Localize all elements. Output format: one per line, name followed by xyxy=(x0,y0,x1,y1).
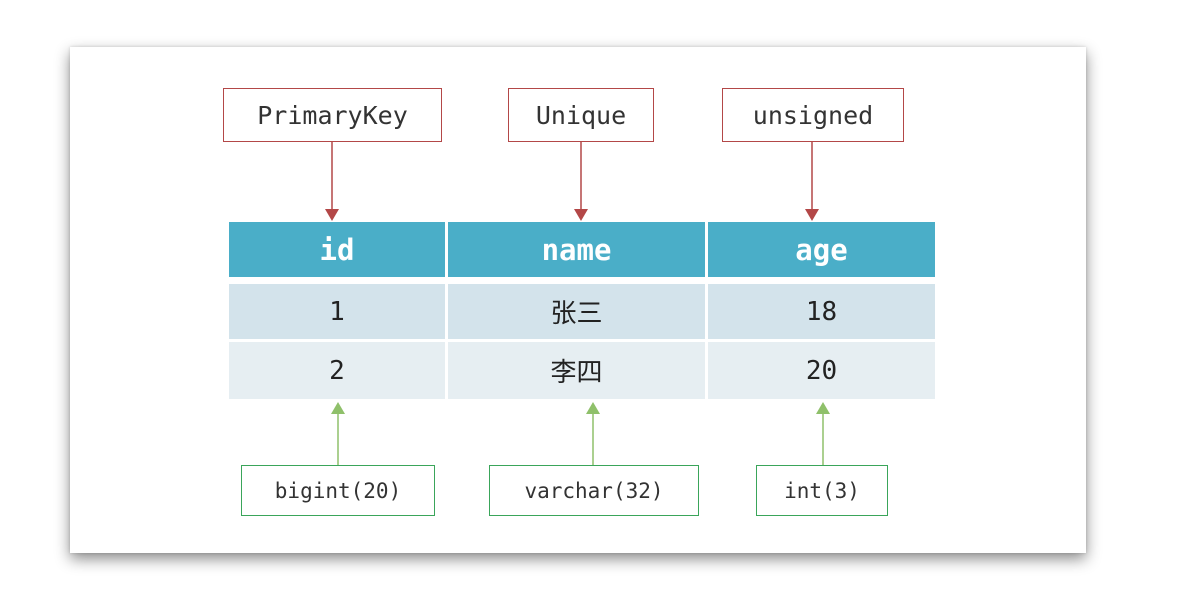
table-cell-row2-id: 2 xyxy=(229,342,445,399)
int-type-label: int(3) xyxy=(756,465,888,516)
bigint-type-label: bigint(20) xyxy=(241,465,435,516)
table-cell-row1-name: 张三 xyxy=(448,284,705,339)
table-cell-row2-age: 20 xyxy=(708,342,935,399)
column-header-age: age xyxy=(708,222,935,277)
arrowhead-unique xyxy=(574,209,588,221)
arrowhead-unsigned xyxy=(805,209,819,221)
constraint-arrows xyxy=(325,142,819,221)
table-cell-row1-age: 18 xyxy=(708,284,935,339)
column-header-id: id xyxy=(229,222,445,277)
arrowhead-bigint xyxy=(331,402,345,414)
varchar-type-label: varchar(32) xyxy=(489,465,699,516)
unsigned-label: unsigned xyxy=(722,88,904,142)
type-arrows xyxy=(331,402,830,465)
arrowhead-primarykey xyxy=(325,209,339,221)
column-header-name: name xyxy=(448,222,705,277)
primarykey-label: PrimaryKey xyxy=(223,88,442,142)
table-cell-row2-name: 李四 xyxy=(448,342,705,399)
arrowhead-varchar xyxy=(586,402,600,414)
table-cell-row1-id: 1 xyxy=(229,284,445,339)
arrowhead-int xyxy=(816,402,830,414)
unique-label: Unique xyxy=(508,88,654,142)
